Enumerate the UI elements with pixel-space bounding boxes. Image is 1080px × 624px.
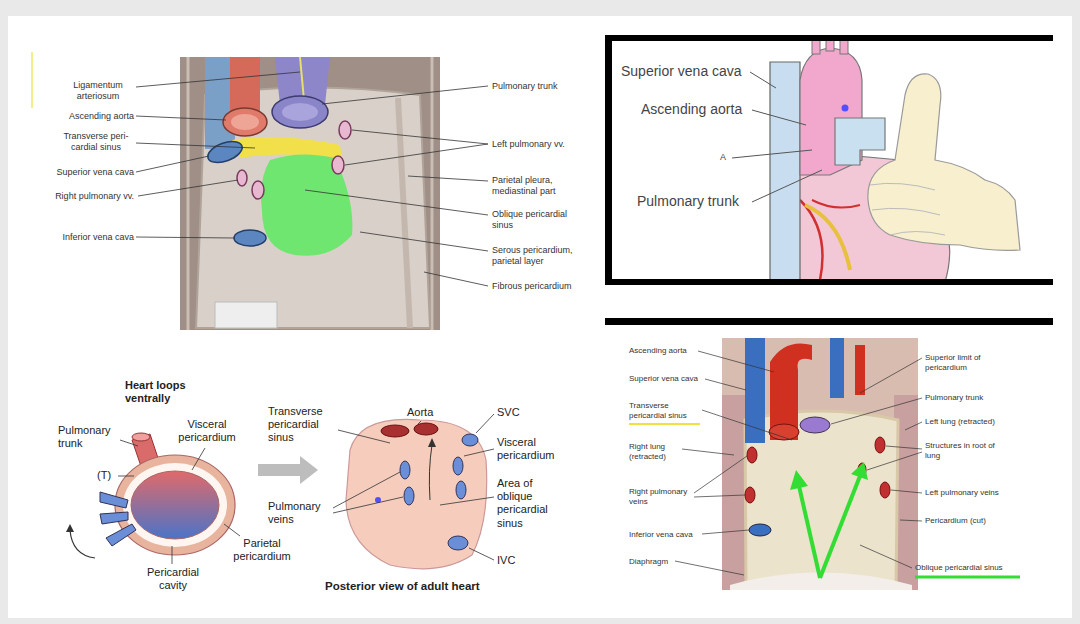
leader-lines <box>136 72 488 286</box>
anatomy-label: SVC <box>497 406 520 419</box>
anatomy-label: Transverse peri- cardial sinus <box>58 131 134 153</box>
anatomy-label: Superior vena cava <box>30 167 134 178</box>
leader-lines <box>118 414 494 564</box>
anatomy-label: Serous pericardium, parietal layer <box>492 245 582 267</box>
anatomy-label: Area of oblique pericardial sinus <box>497 477 567 530</box>
anatomy-label: Superior vena cava <box>621 63 742 80</box>
anatomy-label: Ascending aorta <box>629 346 687 356</box>
anatomy-label: Aorta <box>407 406 433 419</box>
anatomy-label: Ascending aorta <box>641 101 742 118</box>
anatomy-label: Pulmonary trunk <box>925 393 983 403</box>
highlight-underline <box>629 423 700 425</box>
pericardial-sac-illustration <box>180 57 440 330</box>
anatomy-label: (T) <box>97 469 111 482</box>
anatomy-label: Inferior vena cava <box>629 530 693 540</box>
anatomy-label: Pulmonary veins <box>268 500 330 526</box>
anatomy-label: Left lung (retracted) <box>925 417 995 427</box>
anatomy-label: Left pulmonary veins <box>925 488 999 498</box>
anatomy-label: Pulmonary trunk <box>637 193 739 210</box>
anatomy-label: Right pulmonary vv. <box>20 191 134 202</box>
anatomy-label: Right lung (retracted) <box>629 442 684 461</box>
anatomy-label: Diaphragm <box>629 557 668 567</box>
anatomy-label: Left pulmonary vv. <box>492 139 587 150</box>
anatomy-label: Right pulmonary veins <box>629 487 693 506</box>
anatomy-label: Oblique pericardial sinus <box>492 209 582 231</box>
anatomy-label: Transverse pericardial sinus <box>268 405 338 445</box>
anatomy-label: Parietal pleura, mediastinal part <box>492 175 572 197</box>
anatomy-label: Pulmonary trunk <box>58 424 120 450</box>
leader-lines <box>732 72 822 202</box>
anatomy-label: Transverse pericardial sinus <box>629 401 697 420</box>
anatomy-label: Fibrous pericardium <box>492 281 587 292</box>
anatomy-label: Visceral pericardium <box>497 436 567 462</box>
anatomy-label: A <box>720 152 726 163</box>
anatomy-label: Pericardium (cut) <box>925 516 986 526</box>
leader-lines <box>675 351 922 575</box>
anatomy-label: Superior limit of pericardium <box>925 353 997 372</box>
anatomy-label: IVC <box>497 554 515 567</box>
anatomy-label: Oblique pericardial sinus <box>915 563 1003 573</box>
anatomy-label: Heart loops ventrally <box>125 379 215 405</box>
anatomy-label: Pulmonary trunk <box>492 81 582 92</box>
anatomy-label: Ascending aorta <box>50 111 134 122</box>
anatomy-label: Parietal pericardium <box>228 537 296 563</box>
anatomy-label: Structures in root of lung <box>925 441 1001 460</box>
anatomy-label: Pericardial cavity <box>140 566 206 592</box>
anatomy-label: Superior vena cava <box>629 374 698 384</box>
anatomy-label: Inferior vena cava <box>30 232 134 243</box>
anatomy-label: Ligamentum arteriosum <box>62 80 134 102</box>
heart-thumb-illustration <box>605 35 1053 285</box>
oblique-sinus-illustration <box>605 318 1053 590</box>
anatomy-label: Visceral pericardium <box>172 418 242 444</box>
anatomy-label: Posterior view of adult heart <box>325 580 480 594</box>
highlight-underline <box>915 576 1020 579</box>
